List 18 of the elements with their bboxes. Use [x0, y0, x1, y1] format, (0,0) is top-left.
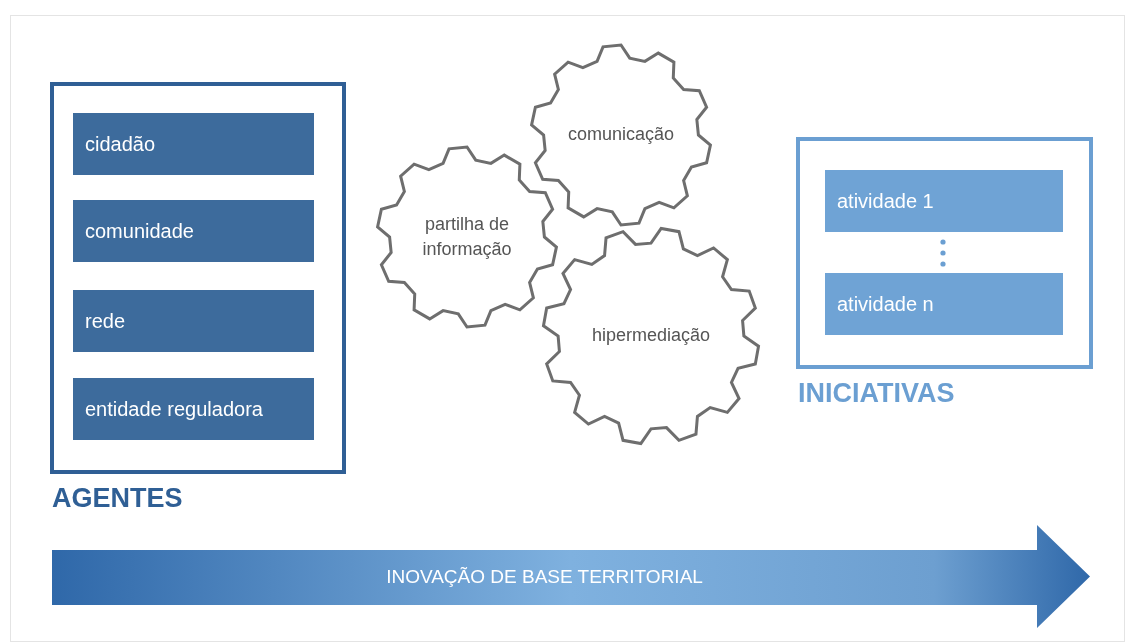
group-frame: [796, 137, 1093, 369]
gear-shape: [377, 147, 557, 327]
agent-box: comunidade: [73, 200, 314, 262]
arrow-label: INOVAÇÃO DE BASE TERRITORIAL: [385, 565, 704, 588]
gear-shape: [543, 228, 759, 444]
agent-box: entidade reguladora: [73, 378, 314, 440]
group-heading: AGENTES: [52, 483, 183, 514]
activity-box: atividade n: [825, 273, 1063, 335]
agent-box: cidadão: [73, 113, 314, 175]
arrow-band: [52, 525, 1090, 628]
activity-box: atividade 1: [825, 170, 1063, 232]
gear-label: partilha de informação: [421, 212, 513, 261]
group-heading: INICIATIVAS: [798, 378, 955, 409]
gear-label: comunicação: [567, 123, 675, 147]
agent-box: rede: [73, 290, 314, 352]
gear-label: hipermediação: [590, 324, 711, 348]
gear-shape: [531, 45, 711, 225]
group-frame: [50, 82, 346, 474]
